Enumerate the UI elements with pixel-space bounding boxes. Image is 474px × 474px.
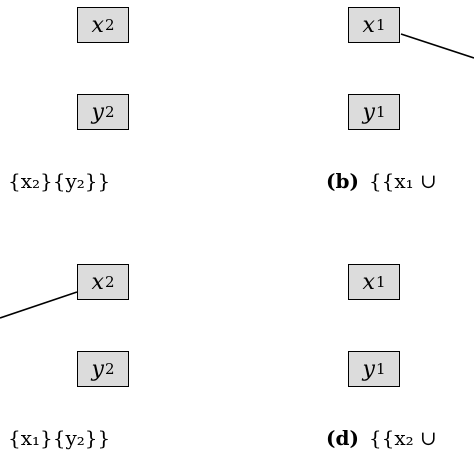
node-var: x [362,12,375,38]
node-var: y [91,356,104,382]
node-subscript: 1 [375,273,386,291]
node-subscript: 1 [375,16,386,34]
caption-panel-a: {x₂}{y₂}} [0,169,110,193]
caption-panel-d: (d) {{x₂ ∪ [326,426,437,450]
node-subscript: 2 [104,273,115,291]
caption-set: {{x₁ ∪ [368,169,437,193]
caption-letter: (b) [326,169,359,193]
node-var: x [91,12,104,38]
node-subscript: 1 [375,103,386,121]
caption-panel-c: {x₁}{y₂}} [0,426,110,450]
caption-set: {x₂}{y₂}} [8,169,111,193]
caption-set: {x₁}{y₂}} [8,426,111,450]
node-subscript: 1 [375,360,386,378]
node-subscript: 2 [104,103,115,121]
node-var: y [362,99,375,125]
caption-set: {{x₂ ∪ [368,426,437,450]
caption-panel-b: (b) {{x₁ ∪ [326,169,437,193]
edge-x1-offscreen-right [400,33,474,59]
node-var: y [362,356,375,382]
node-subscript: 2 [104,16,115,34]
node-var: y [91,99,104,125]
caption-letter: (d) [326,426,359,450]
node-subscript: 2 [104,360,115,378]
node-var: x [362,269,375,295]
edge-x2-offscreen-left [0,291,78,319]
node-var: x [91,269,104,295]
